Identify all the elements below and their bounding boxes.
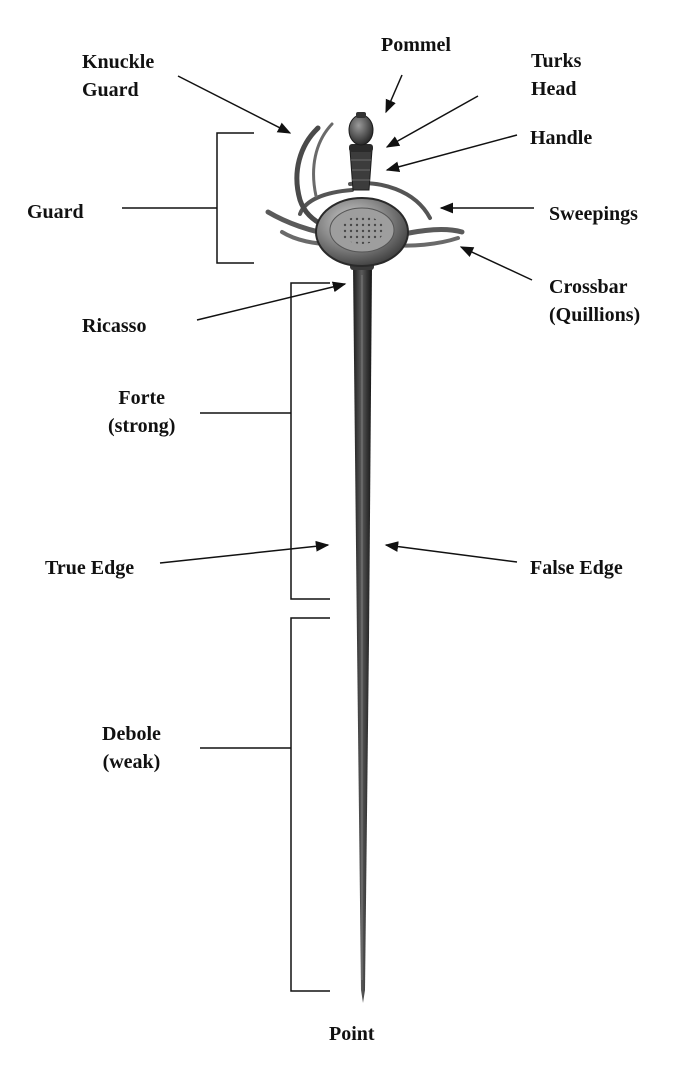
label-handle: Handle [530, 127, 593, 149]
arrow-true-edge [159, 540, 330, 564]
pommel-button [356, 112, 366, 118]
label-false-edge: False Edge [530, 557, 623, 579]
label-ricasso: Ricasso [82, 315, 147, 337]
label-sweepings: Sweepings [549, 203, 638, 225]
bracket-forte [200, 282, 330, 600]
label-point: Point [329, 1023, 375, 1045]
knuckle-guard [294, 125, 328, 229]
arrow-turks-head [385, 95, 479, 148]
leader-arrows [159, 74, 534, 564]
label-guard: Guard [27, 201, 84, 223]
arrow-handle [385, 134, 518, 173]
turks-head-ferrule [349, 144, 373, 152]
label-debole: Debole (weak) [102, 723, 161, 773]
guard-shell-pierce [340, 216, 384, 244]
pommel-knob [348, 114, 374, 146]
label-crossbar: Crossbar (Quillions) [549, 276, 641, 326]
bracket-debole [200, 617, 330, 992]
arrow-knuckle-guard [177, 75, 292, 134]
label-turks-head: Turks Head [531, 50, 582, 100]
sword-illustration [265, 112, 465, 1003]
label-forte: Forte (strong) [108, 387, 176, 437]
label-pommel: Pommel [381, 34, 451, 56]
label-true-edge: True Edge [45, 557, 135, 579]
arrow-pommel [385, 74, 403, 114]
knuckle-guard-inner [312, 122, 334, 198]
arrow-false-edge [384, 541, 518, 563]
sweeping-bar-upper-left [298, 188, 354, 216]
arrow-crossbar [459, 246, 533, 281]
label-knuckle-guard: Knuckle Guard [82, 51, 155, 101]
bracket-guard [122, 132, 254, 264]
arrow-ricasso [196, 281, 347, 321]
